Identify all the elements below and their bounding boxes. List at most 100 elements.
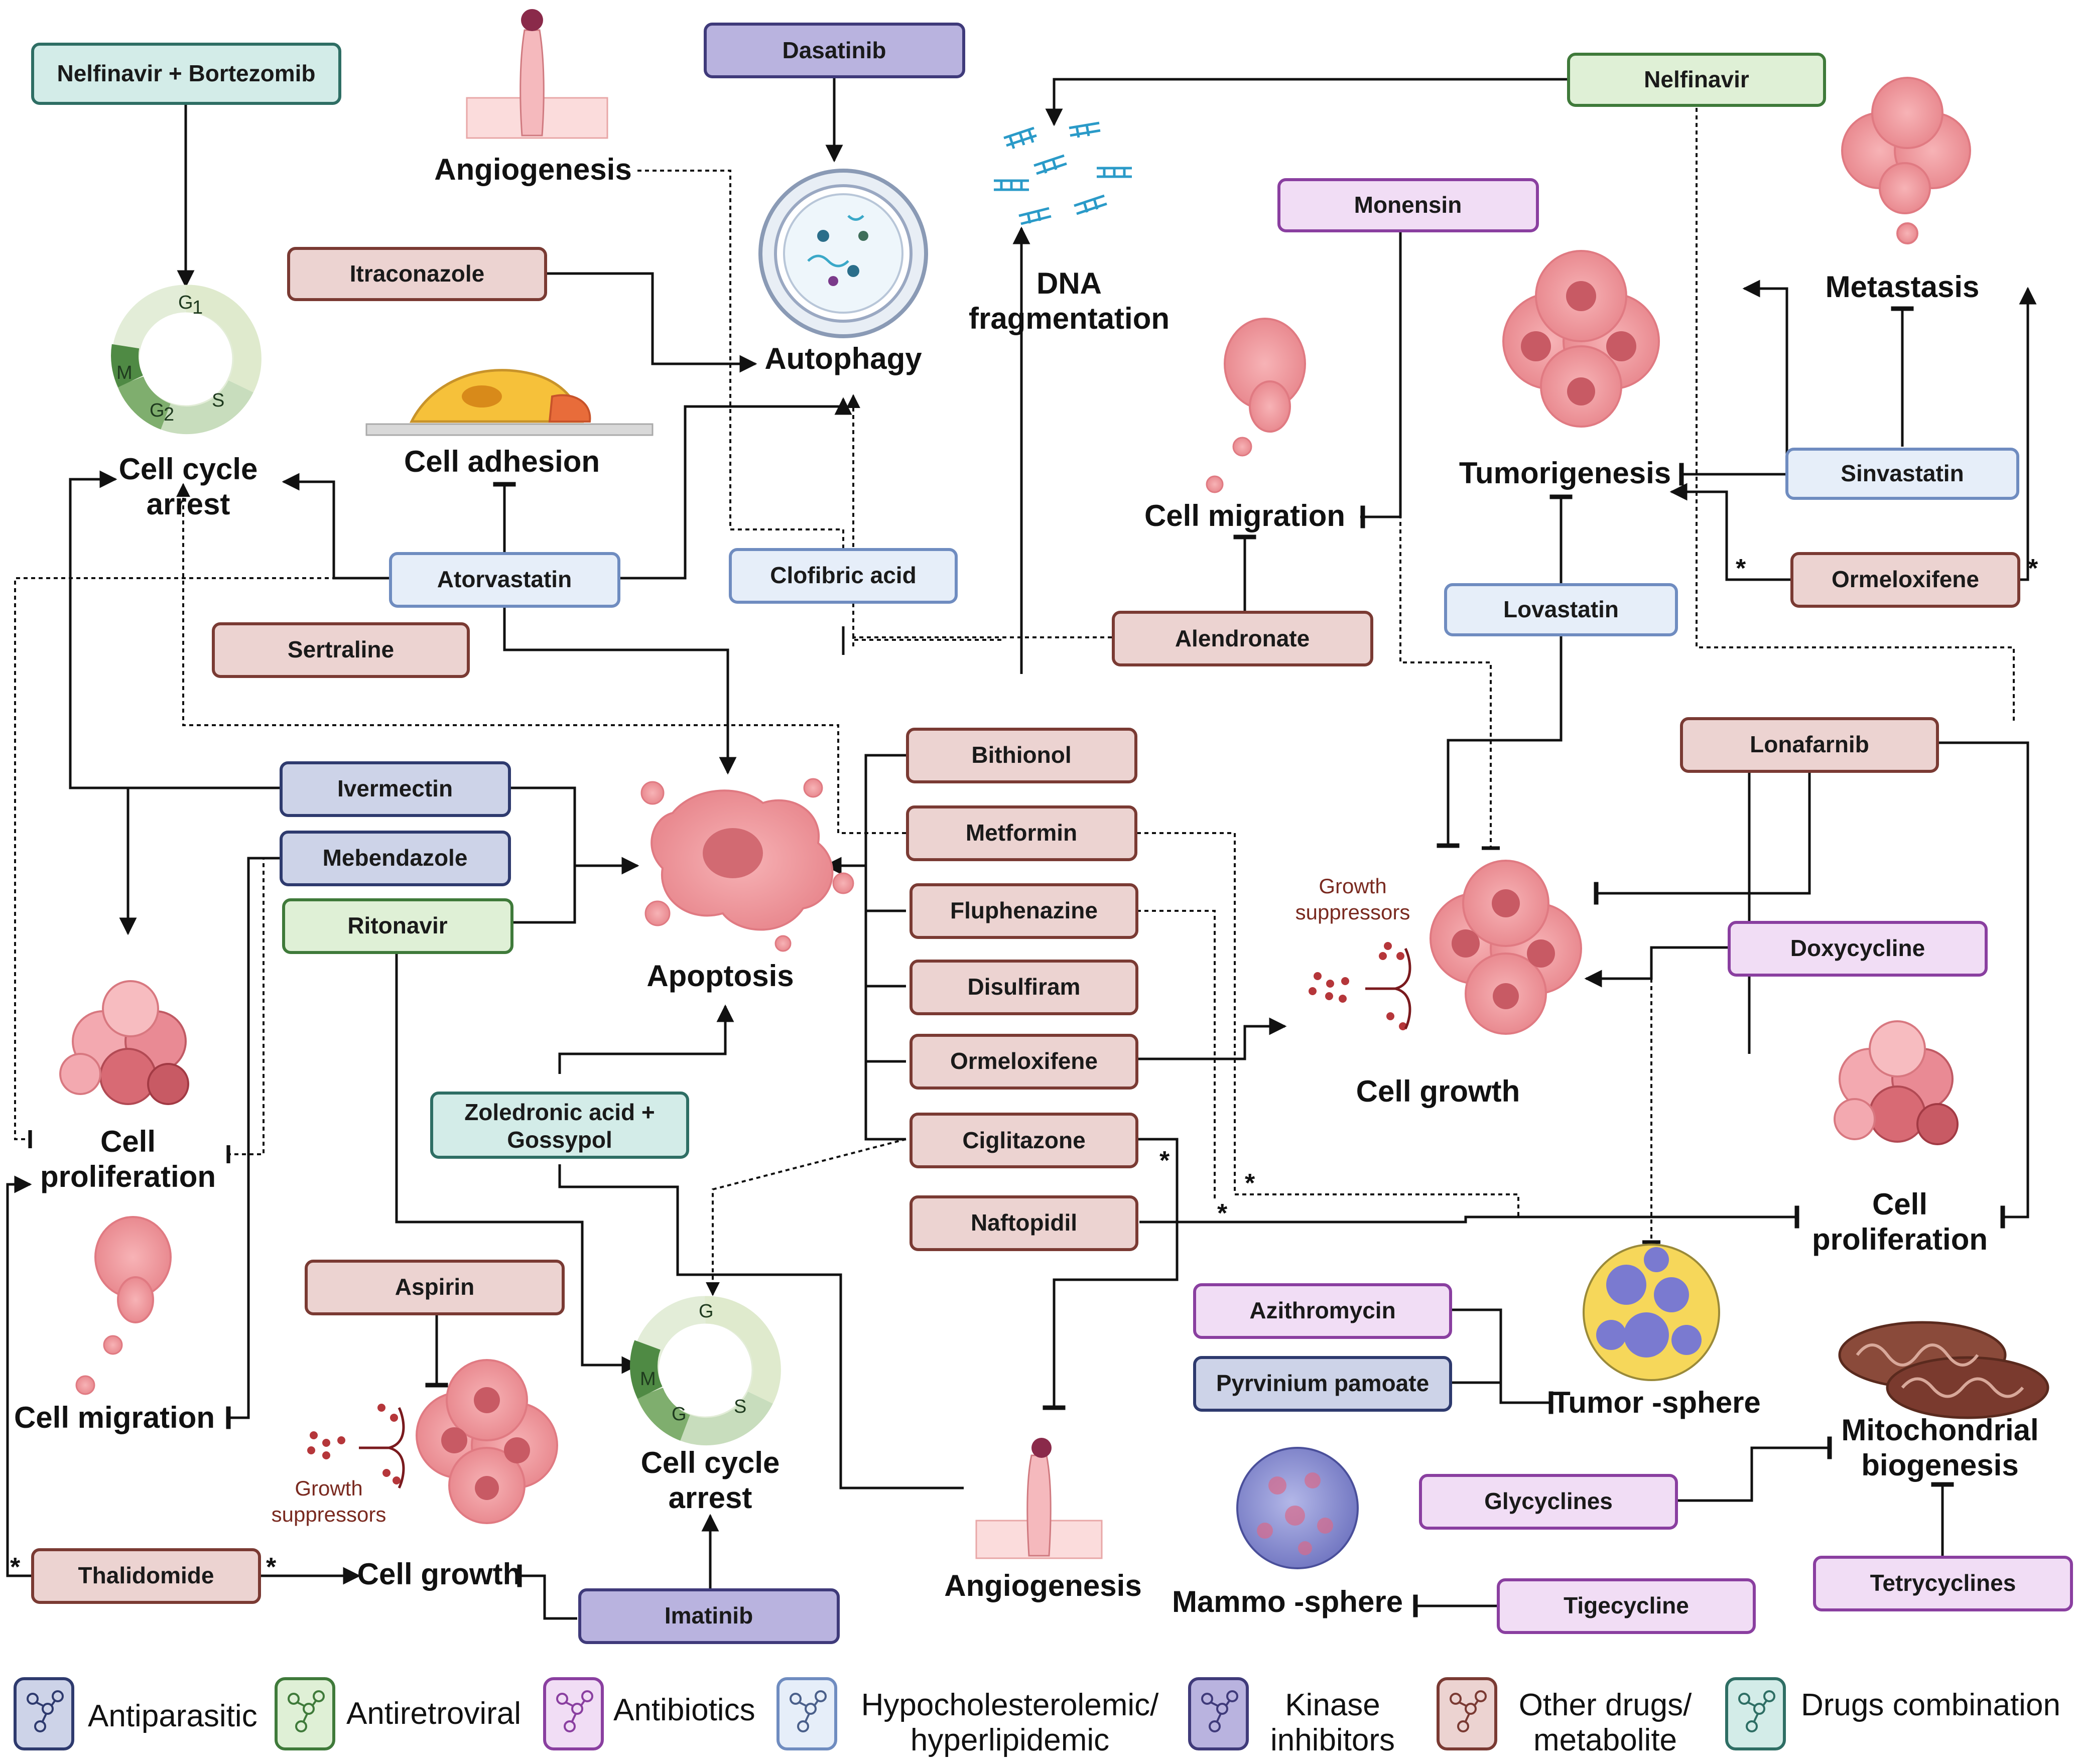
outcome-labels: Angiogenesis Autophagy DNA fragmentation… [14,153,2039,1618]
drug-ivermectin[interactable]: Ivermectin [280,761,511,817]
drug-pyrvinium-pamoate[interactable]: Pyrvinium pamoate [1193,1356,1452,1412]
phase-g1-sub: 1 [192,297,203,318]
drug-sinvastatin[interactable]: Sinvastatin [1785,448,2019,500]
drug-disulfiram[interactable]: Disulfiram [910,960,1138,1015]
drug-label: Tigecycline [1564,1592,1689,1618]
tumor-cluster-icon [1502,250,1660,428]
outcome-cell-proliferation-right-line1: Cell [1872,1187,1927,1221]
drug-metformin[interactable]: Metformin [906,805,1137,861]
drug-label: Sertraline [288,636,394,662]
outcome-cell-cycle-arrest-bottom-line1: Cell cycle [641,1446,780,1479]
cell-proliferation-right-icon [1834,1020,1959,1145]
legend-item-hypocholesterolemic: Hypocholesterolemic/ hyperlipidemic [776,1677,1159,1757]
outcome-mitochondrial-line2: biogenesis [1861,1448,2018,1482]
drug-label: Atorvastatin [437,566,572,592]
drug-aspirin[interactable]: Aspirin [305,1260,565,1315]
angiogenesis-icon [466,9,608,139]
phase-m-label-bottom: M [640,1369,656,1390]
molecule-icon [1450,1690,1487,1732]
drug-label: Itraconazole [350,260,484,287]
drug-label: Tetrycyclines [1870,1570,2016,1596]
drug-nelfinavir-bortezomib[interactable]: Nelfinavir + Bortezomib [31,43,341,105]
drug-label: Ritonavir [347,912,447,938]
outcome-cell-proliferation-right-line2: proliferation [1812,1223,1988,1256]
star-metformin: * [1245,1169,1255,1198]
drug-ormeloxifene[interactable]: Ormeloxifene [910,1034,1138,1090]
drug-lonafarnib[interactable]: Lonafarnib [1680,717,1939,773]
legend-item-kinase-inhibitors: Kinase inhibitors [1188,1677,1395,1757]
drug-sertraline[interactable]: Sertraline [212,622,470,678]
legend-item-other-drugs: Other drugs/ metabolite [1437,1677,1692,1757]
molecule-icon [1201,1690,1238,1732]
legend-item-antiparasitic: Antiparasitic [14,1677,257,1750]
drug-lovastatin[interactable]: Lovastatin [1444,583,1678,636]
adhered-cell-icon [365,369,654,436]
drug-ritonavir[interactable]: Ritonavir [282,898,513,954]
drug-thalidomide[interactable]: Thalidomide [31,1548,261,1604]
phase-g1-label: G [178,292,193,313]
drug-naftopidil[interactable]: Naftopidil [910,1195,1138,1251]
molecule-icon [1738,1690,1775,1732]
drug-bithionol[interactable]: Bithionol [906,728,1137,783]
drug-label: Alendronate [1175,625,1310,651]
drug-dasatinib[interactable]: Dasatinib [704,23,965,78]
legend-label-line1: Hypocholesterolemic/ [861,1688,1159,1722]
molecule-icon [288,1690,325,1732]
drug-label: Ormeloxifene [950,1048,1098,1074]
cell-migration-right-icon [1206,318,1306,493]
legend-label: Antiparasitic [88,1699,257,1733]
significance-stars: * * * * * * * [10,554,2038,1582]
legend-item-drugs-combination: Drugs combination [1725,1677,2060,1750]
drug-fluphenazine[interactable]: Fluphenazine [910,883,1138,939]
drug-alendronate[interactable]: Alendronate [1112,611,1373,666]
outcome-cell-growth-right: Cell growth [1356,1074,1520,1108]
star-ormeloxifene-left: * [1736,554,1746,583]
phase-g1-label-bottom: G [699,1301,714,1322]
cell-growth-bottom-icon [307,1359,558,1524]
star-thalidomide-left: * [10,1553,21,1582]
star-ciglitazone: * [1159,1146,1170,1175]
legend-label: Antibiotics [613,1693,755,1727]
drug-label-line1: Zoledronic acid + [464,1099,655,1125]
drug-label: Fluphenazine [950,897,1098,923]
outcome-cell-migration-right: Cell migration [1144,499,1345,532]
drug-imatinib[interactable]: Imatinib [578,1588,840,1644]
phase-s-label: S [212,390,224,411]
drug-label: Ormeloxifene [1832,566,1979,592]
drug-label: Metformin [966,820,1077,846]
drug-label-line2: Gossypol [507,1127,612,1153]
drug-ciglitazone[interactable]: Ciglitazone [910,1113,1138,1168]
drug-label: Ivermectin [337,775,453,801]
growth-suppressors-bottom-line2: suppressors [272,1503,386,1526]
drug-zoledronic-acid-gossypol[interactable]: Zoledronic acid + Gossypol [430,1092,689,1159]
drug-monensin[interactable]: Monensin [1277,178,1539,232]
cell-migration-left-icon [75,1216,172,1395]
drug-itraconazole[interactable]: Itraconazole [287,247,547,301]
drug-tigecycline[interactable]: Tigecycline [1497,1578,1756,1634]
star-thalidomide-right: * [266,1553,277,1582]
drug-label: Nelfinavir [1644,66,1749,92]
tumor-sphere-icon [1583,1244,1720,1381]
drug-label: Pyrvinium pamoate [1216,1370,1429,1396]
mammosphere-icon [1236,1447,1359,1569]
cell-proliferation-left-icon [59,980,189,1105]
drug-ormeloxifene-top[interactable]: Ormeloxifene [1790,552,2020,608]
drug-label: Mebendazole [323,845,468,871]
drug-mebendazole[interactable]: Mebendazole [280,831,511,886]
drug-tetrycyclines[interactable]: Tetrycyclines [1813,1556,2073,1611]
drug-label: Imatinib [665,1602,753,1629]
outcome-cell-proliferation-left-line2: proliferation [40,1160,216,1193]
drug-clofibric-acid[interactable]: Clofibric acid [729,548,958,604]
mitochondria-icon [1838,1321,2049,1419]
drug-atorvastatin[interactable]: Atorvastatin [389,552,620,608]
legend-label-line2: inhibitors [1270,1723,1395,1757]
outcome-cell-migration-left: Cell migration [14,1401,215,1434]
drug-doxycycline[interactable]: Doxycycline [1728,921,1988,977]
drug-label: Glycyclines [1484,1488,1613,1514]
outcome-mammo-sphere: Mammo -sphere [1172,1585,1403,1618]
drug-nelfinavir[interactable]: Nelfinavir [1567,53,1826,107]
phase-s-label-bottom: S [734,1396,746,1417]
drug-azithromycin[interactable]: Azithromycin [1193,1283,1452,1339]
molecule-icon [790,1690,827,1732]
drug-glycyclines[interactable]: Glycyclines [1419,1474,1678,1530]
